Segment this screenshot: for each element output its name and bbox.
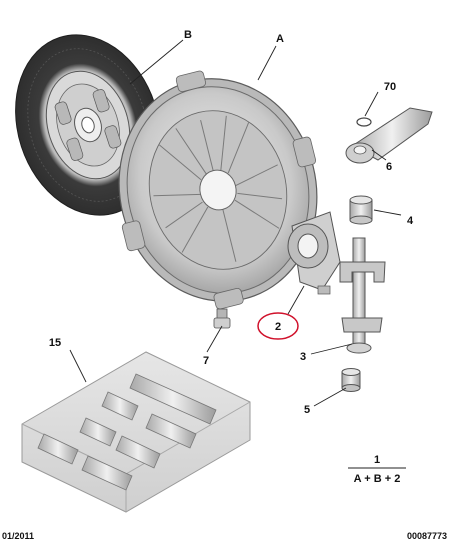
release-fork — [345, 107, 433, 164]
callout-15: 15 — [49, 337, 61, 349]
callout-2: 2 — [275, 321, 281, 333]
callout-5: 5 — [304, 404, 310, 416]
footer-reference: 00087773 — [406, 531, 447, 541]
pin-kit — [21, 351, 251, 513]
bolt — [213, 308, 231, 329]
callout-3: 3 — [300, 351, 306, 363]
callout-6: 6 — [386, 161, 392, 173]
callout-1: 1 — [374, 454, 380, 466]
callout-4: 4 — [407, 215, 414, 227]
callout-B: B — [184, 29, 192, 41]
highlight-circle — [257, 312, 299, 340]
pressure-plate — [118, 70, 318, 310]
leader-lines — [69, 39, 402, 407]
bushing — [349, 195, 373, 225]
callout-7: 7 — [203, 355, 209, 367]
formula-text: A + B + 2 — [354, 473, 401, 485]
footer-date: 01/2011 — [2, 531, 35, 541]
fork-shaft — [339, 237, 386, 354]
callout-A: A — [276, 33, 284, 45]
callout-70: 70 — [384, 81, 396, 93]
lower-bushing — [341, 368, 361, 392]
retaining-clip — [356, 117, 372, 127]
friction-disc — [15, 34, 161, 216]
release-bearing — [287, 211, 341, 295]
